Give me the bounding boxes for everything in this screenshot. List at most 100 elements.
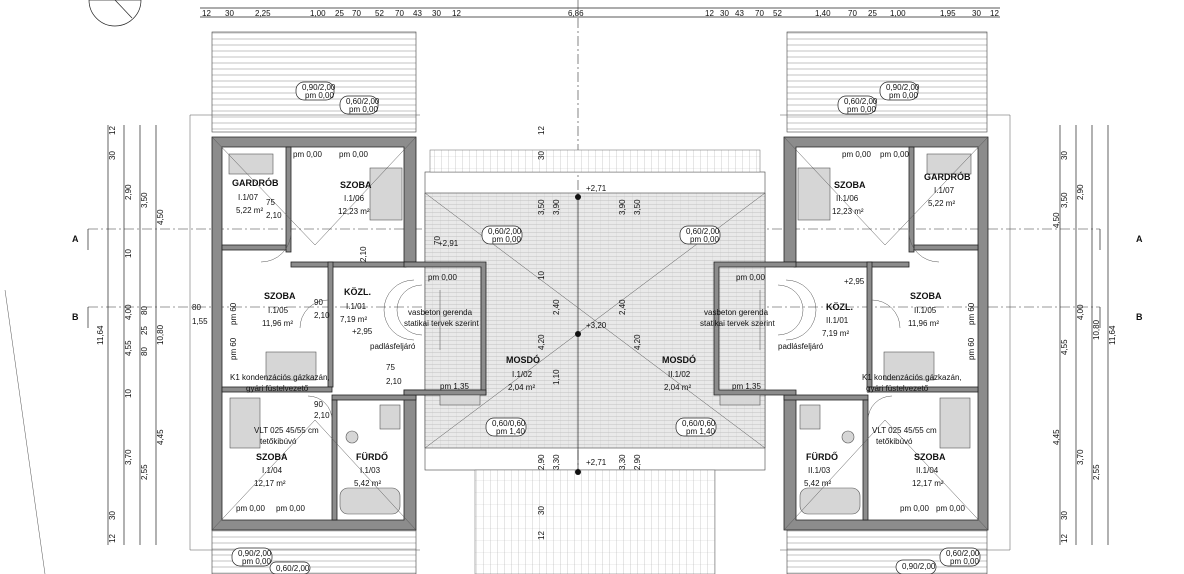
dim-text: 52 bbox=[773, 9, 782, 18]
door-dim: 80 bbox=[192, 303, 201, 312]
dim-text: 12 bbox=[108, 534, 117, 543]
room-area: 7,19 m² bbox=[822, 329, 849, 338]
top-dimension-chain: 12 30 2,25 1,00 25 70 52 70 43 30 12 6,8… bbox=[200, 0, 1000, 574]
pm-label: pm 60 bbox=[967, 302, 976, 325]
note-text: gyári füstelvezető bbox=[246, 384, 309, 393]
window-level: pm 0,00 bbox=[242, 557, 271, 566]
room-code: I.1/07 bbox=[934, 186, 955, 195]
dim-text: 70 bbox=[848, 9, 857, 18]
dim-text: 25 bbox=[140, 326, 149, 335]
window-size: 0,60/2,00 bbox=[488, 227, 522, 236]
dim-text: 2,55 bbox=[1092, 464, 1101, 480]
window-level: pm 0,00 bbox=[690, 235, 719, 244]
bed bbox=[369, 167, 403, 221]
level-mark: +2,91 bbox=[438, 239, 459, 248]
dim-text: 2,25 bbox=[255, 9, 271, 18]
pm-label: pm 0,00 bbox=[276, 504, 305, 513]
level-mark: +2,95 bbox=[844, 277, 865, 286]
room-area: 5,22 m² bbox=[236, 206, 263, 215]
pm-label: pm 0,00 bbox=[339, 150, 368, 159]
dim-text: 43 bbox=[413, 9, 422, 18]
dim-text: 25 bbox=[868, 9, 877, 18]
room-name: MOSDÓ bbox=[506, 354, 540, 365]
dim-text: 12 bbox=[108, 126, 117, 135]
level-mark: +3,20 bbox=[586, 321, 607, 330]
door-dim: 2,10 bbox=[314, 411, 330, 420]
door-dim: 2,10 bbox=[359, 246, 368, 262]
left-room-mosdo: MOSDÓ I.1/02 2,04 m² bbox=[506, 354, 540, 392]
top-dims-right: 12 30 43 70 52 1,40 70 25 1,00 1,95 30 1… bbox=[705, 9, 999, 18]
dim-text: 3,30 bbox=[552, 454, 561, 470]
center-dims: 12 30 3,50 3,90 10 4,20 2,40 1,10 2,90 3… bbox=[537, 126, 642, 540]
dim-text: 1,40 bbox=[815, 9, 831, 18]
room-area: 2,04 m² bbox=[508, 383, 535, 392]
left-door-dims: 75 2,10 90 2,10 70 2,10 90 2,10 75 2,10 … bbox=[192, 198, 442, 420]
dim-text: 3,50 bbox=[633, 199, 642, 215]
dim-text: 30 bbox=[108, 151, 117, 160]
door-dim: 2,10 bbox=[266, 211, 282, 220]
dim-text: 2,40 bbox=[552, 299, 561, 315]
section-mark-b: B bbox=[1136, 312, 1143, 322]
room-area: 12,17 m² bbox=[254, 479, 286, 488]
window-size: 0,90/2,00 bbox=[302, 83, 336, 92]
dim-text: 12 bbox=[452, 9, 461, 18]
room-name: SZOBA bbox=[914, 452, 946, 462]
room-area: 12,23 m² bbox=[832, 207, 864, 216]
left-room-szoba-04: SZOBA I.1/04 12,17 m² bbox=[254, 452, 288, 488]
pm-label: pm 0,00 bbox=[842, 150, 871, 159]
level-mark: +2,71 bbox=[586, 184, 607, 193]
note-text: gyári füstelvezető bbox=[866, 384, 929, 393]
dim-text: 1,00 bbox=[890, 9, 906, 18]
room-area: 5,42 m² bbox=[804, 479, 831, 488]
dim-text: 12 bbox=[990, 9, 999, 18]
window-size: 0,90/2,00 bbox=[886, 83, 920, 92]
dim-text: 10 bbox=[124, 389, 133, 398]
dim-text: 2,90 bbox=[537, 454, 546, 470]
dim-text: 70 bbox=[352, 9, 361, 18]
pm-label: pm 0,00 bbox=[900, 504, 929, 513]
bed bbox=[229, 397, 261, 449]
dim-text: 3,90 bbox=[552, 199, 561, 215]
left-unit bbox=[189, 114, 487, 551]
room-code: I.1/06 bbox=[344, 194, 365, 203]
window-level: pm 1,40 bbox=[686, 427, 715, 436]
dim-text: 1,10 bbox=[552, 369, 561, 385]
wardrobe-shelf bbox=[228, 153, 274, 175]
dim-text: 2,90 bbox=[633, 454, 642, 470]
window-size: 0,90/2,00 bbox=[902, 562, 936, 571]
dim-text: 4,55 bbox=[1060, 339, 1069, 355]
shower bbox=[379, 404, 401, 430]
dim-text: 30 bbox=[537, 506, 546, 515]
window-level: pm 0,00 bbox=[492, 235, 521, 244]
dim-text: 12 bbox=[537, 531, 546, 540]
dim-text: 11,64 bbox=[1108, 325, 1117, 345]
section-mark-a: A bbox=[72, 234, 79, 244]
dim-text: 3,50 bbox=[1060, 192, 1069, 208]
dim-text: 4,20 bbox=[537, 334, 546, 350]
section-mark-b: B bbox=[72, 312, 79, 322]
note-text: VLT 025 45/55 cm bbox=[872, 426, 937, 435]
dim-text: 2,90 bbox=[124, 184, 133, 200]
dim-text: 3,70 bbox=[1076, 449, 1085, 465]
note-text: statikai tervek szerint bbox=[700, 319, 775, 328]
dim-text: 30 bbox=[108, 511, 117, 520]
left-dimension-chains: 12 30 2,90 3,50 4,50 10 11,64 4,00 10,80… bbox=[96, 125, 165, 545]
dim-text: 11,64 bbox=[96, 325, 105, 345]
room-name: SZOBA bbox=[264, 291, 296, 301]
dim-text: 80 bbox=[140, 347, 149, 356]
right-room-szoba-05: SZOBA II.1/05 11,96 m² bbox=[908, 291, 942, 328]
dim-text: 30 bbox=[720, 9, 729, 18]
door-dim: 2,10 bbox=[314, 311, 330, 320]
door-dim: 90 bbox=[314, 400, 323, 409]
dim-text: 12 bbox=[1060, 534, 1069, 543]
room-code: II.1/03 bbox=[808, 466, 831, 475]
right-pm-labels: pm 0,00 pm 0,00 pm 0,00 pm 1,35 pm 0,00 … bbox=[732, 150, 976, 513]
pm-label: pm 60 bbox=[229, 302, 238, 325]
pm-label: pm 0,00 bbox=[236, 504, 265, 513]
pm-label: pm 60 bbox=[967, 337, 976, 360]
door-dim: 75 bbox=[266, 198, 275, 207]
right-room-szoba-06: SZOBA II.1/06 12,23 m² bbox=[832, 180, 866, 216]
level-mark: +2,71 bbox=[586, 458, 607, 467]
window-size: 0,60/2,00 bbox=[844, 97, 878, 106]
